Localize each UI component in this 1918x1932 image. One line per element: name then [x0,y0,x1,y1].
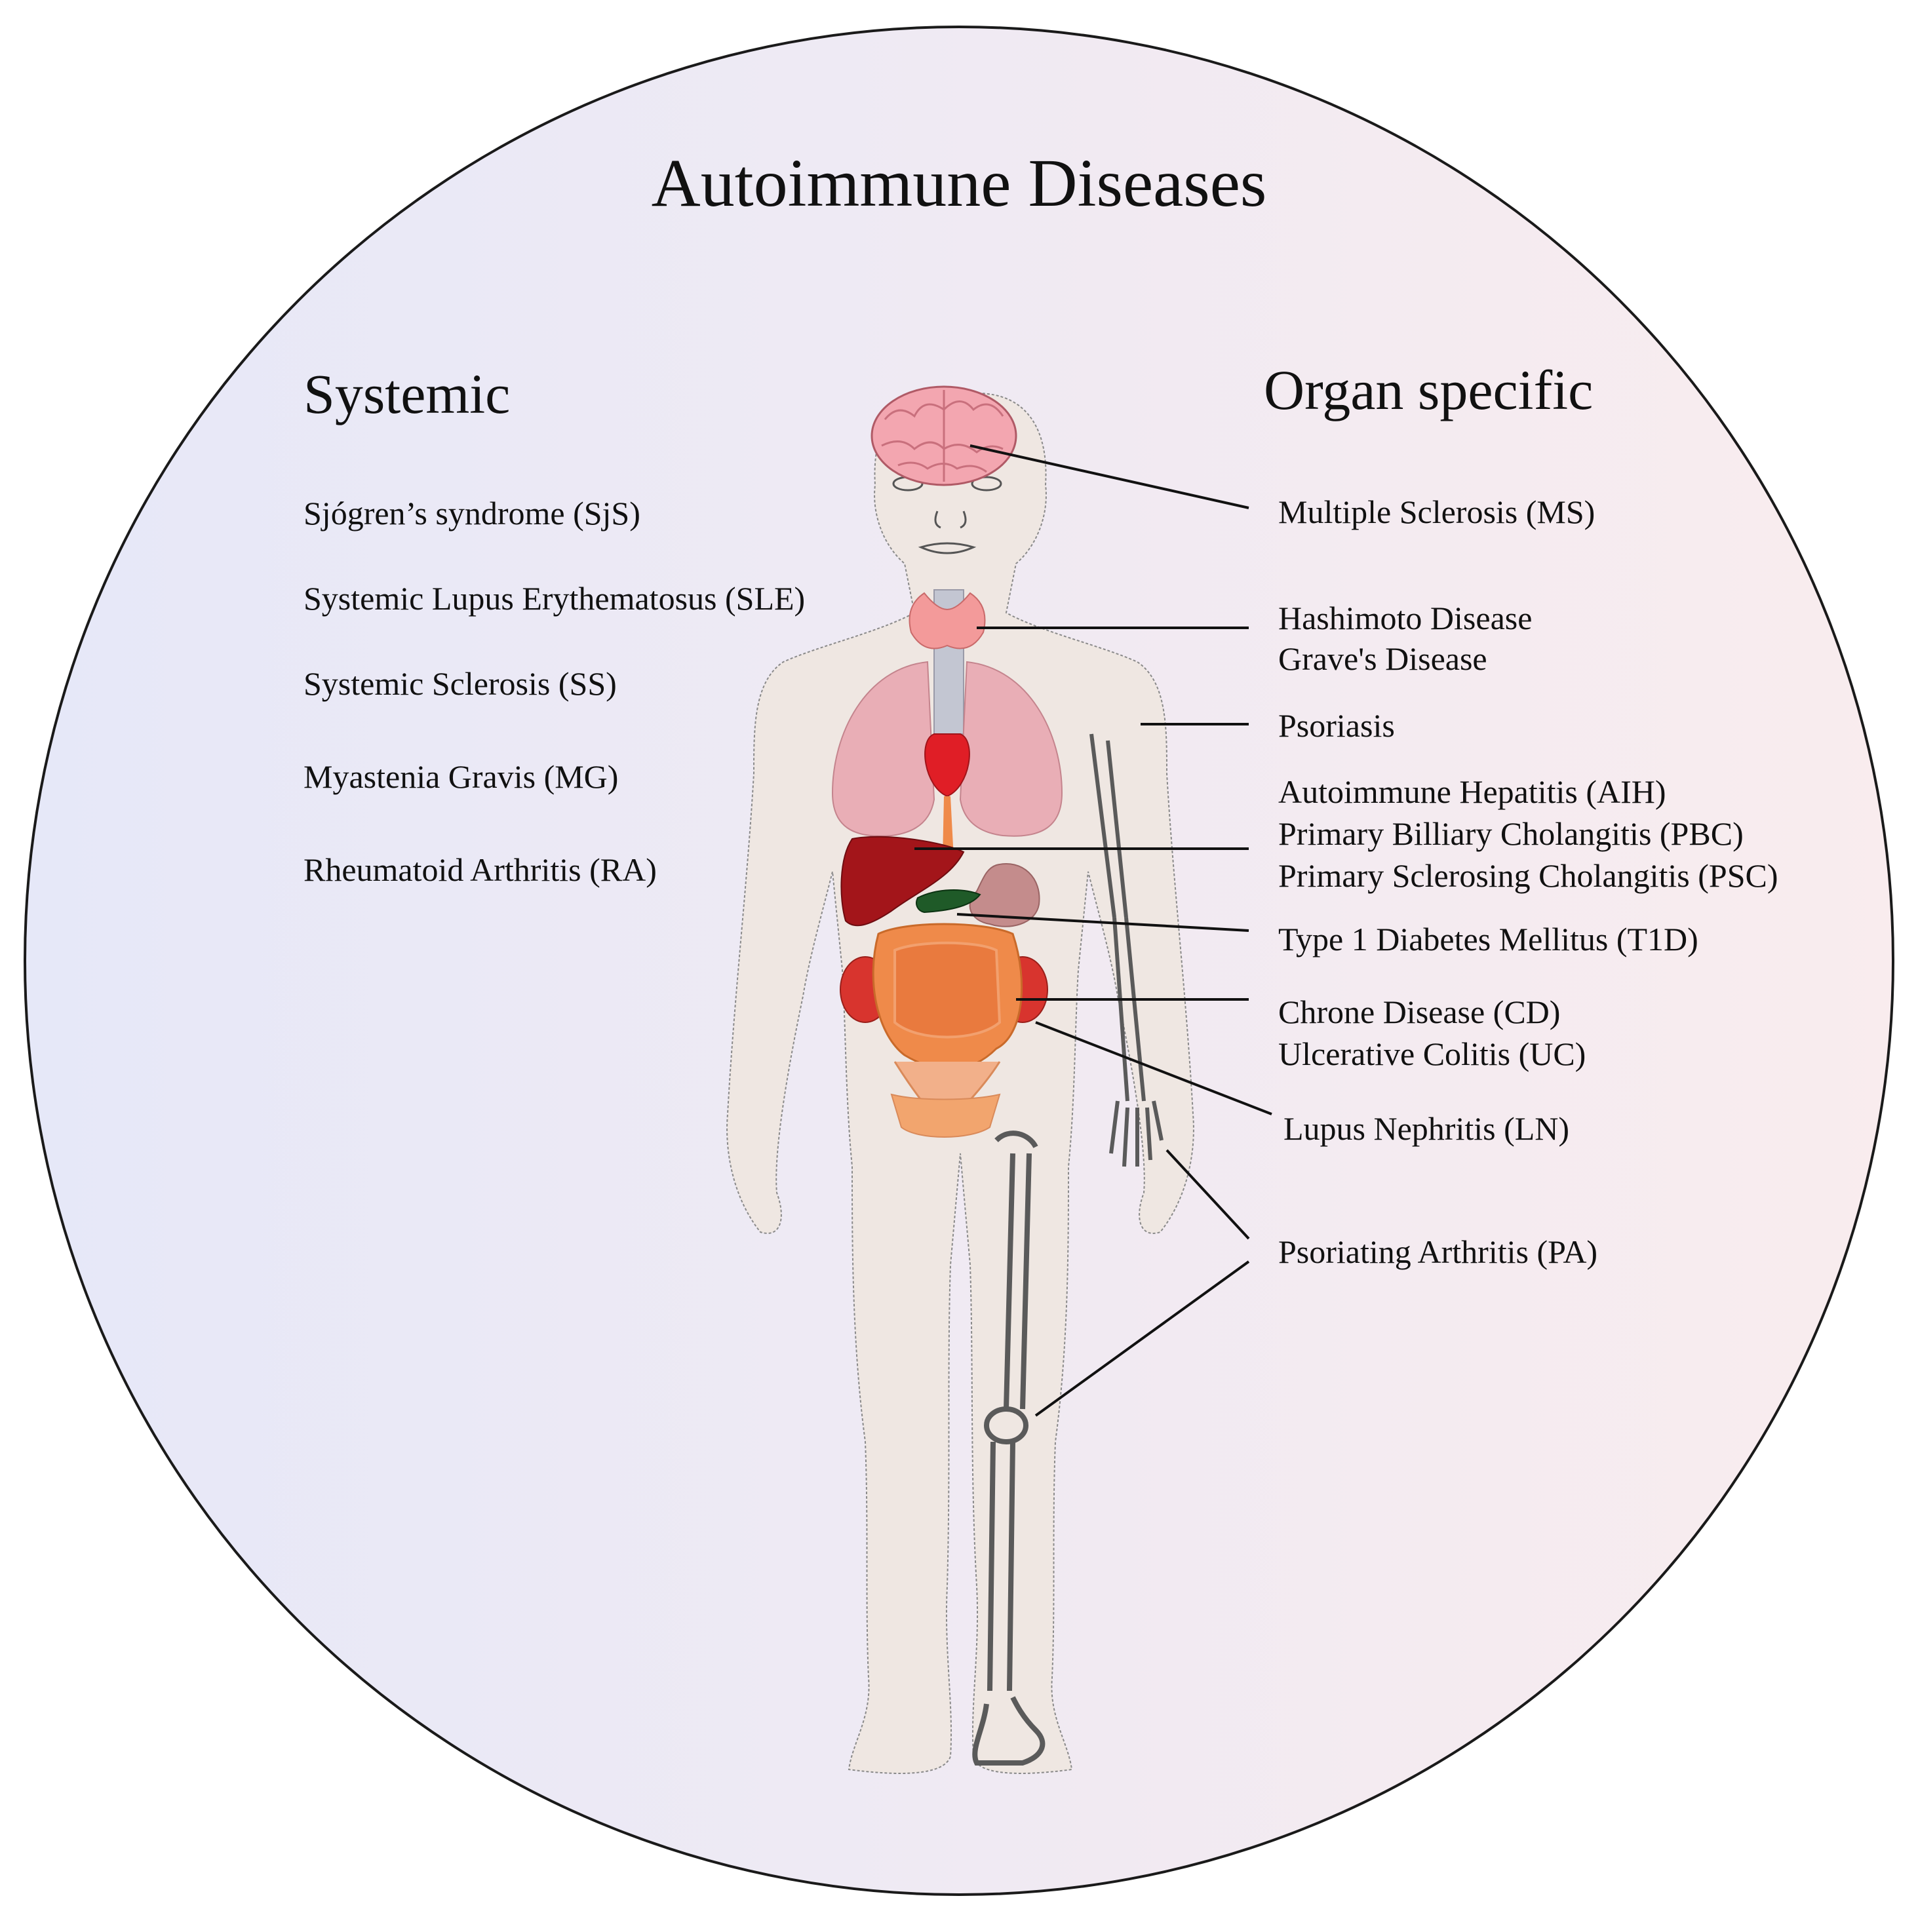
arm-bones [1089,733,1164,1167]
organ-item-psc: Primary Sclerosing Cholangitis (PSC) [1278,857,1778,894]
organ-item-bowel: Chrone Disease (CD) Ulcerative Colitis (… [1278,991,1586,1075]
thyroid-organ [909,589,986,735]
leg-bones [972,1130,1046,1766]
leader-pa-arm [1165,1149,1250,1240]
heart-organ [924,733,970,798]
organ-item-ms: Multiple Sclerosis (MS) [1278,493,1595,530]
lungs-organ [831,661,1063,837]
systemic-item-sle: Systemic Lupus Erythematosus (SLE) [303,580,806,617]
organ-item-uc: Ulcerative Colitis (UC) [1278,1035,1586,1072]
systemic-item-ra: Rheumatoid Arthritis (RA) [303,851,657,888]
liver-organ [840,836,965,927]
intestine-organ [872,923,1023,1138]
diagram-title: Autoimmune Diseases [651,145,1267,221]
systemic-item-mg: Myastenia Gravis (MG) [303,758,619,795]
organ-item-liver: Autoimmune Hepatitis (AIH) Primary Billi… [1278,771,1778,897]
organ-item-graves: Grave's Disease [1278,640,1487,677]
organ-item-hashimoto: Hashimoto Disease [1278,600,1533,636]
organ-item-pa: Psoriating Arthritis (PA) [1278,1233,1598,1270]
systemic-item-sjs: Sjógren’s syndrome (SjS) [303,495,640,531]
organ-specific-heading: Organ specific [1264,358,1594,421]
organ-item-aih: Autoimmune Hepatitis (AIH) [1278,773,1666,810]
leader-t1d [956,913,1249,932]
leader-pa-knee [1034,1260,1250,1417]
organ-item-thyroid: Hashimoto Disease Grave's Disease [1278,598,1532,679]
leader-ms [969,444,1249,509]
stomach-organ [969,863,1040,927]
leader-lines [914,444,1272,1417]
esophagus [943,796,954,859]
organ-item-t1d: Type 1 Diabetes Mellitus (T1D) [1278,921,1698,957]
leader-ln [1035,1021,1272,1115]
pancreas-organ [916,889,981,914]
systemic-heading: Systemic [303,362,511,425]
organ-item-psoriasis: Psoriasis [1278,707,1395,744]
brain-organ [871,385,1017,486]
systemic-item-ss: Systemic Sclerosis (SS) [303,665,617,702]
organ-item-cd: Chrone Disease (CD) [1278,994,1561,1030]
organ-item-pbc: Primary Billiary Cholangitis (PBC) [1278,815,1744,852]
organ-item-ln: Lupus Nephritis (LN) [1283,1110,1570,1147]
